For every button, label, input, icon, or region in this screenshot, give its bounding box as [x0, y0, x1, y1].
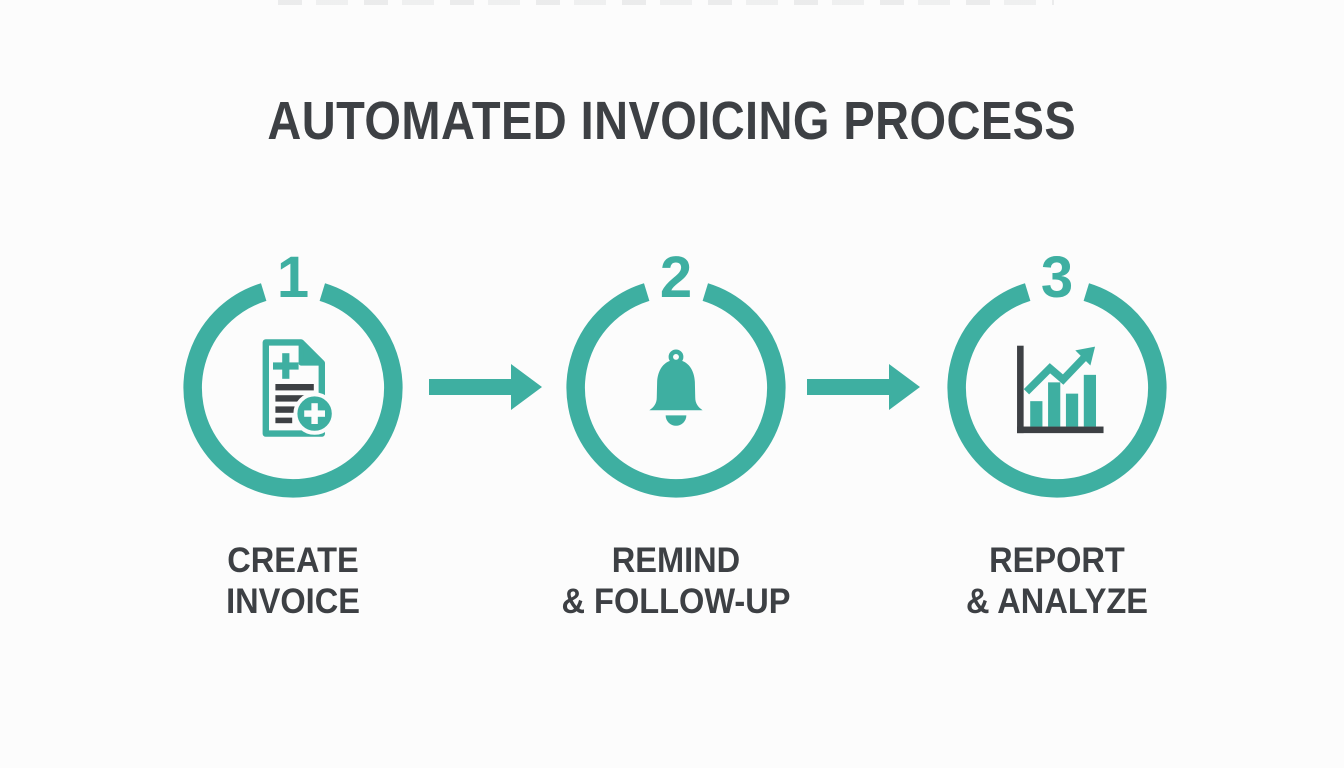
reminder-bell-icon: [649, 349, 703, 426]
step-number-badge: 2: [659, 245, 693, 310]
cropped-text-artifact: [278, 0, 1054, 5]
page-title: AUTOMATED INVOICING PROCESS: [0, 90, 1344, 152]
step-create-invoice: 1 CREATE INVOICE: [163, 248, 423, 628]
step-report-analyze: 3 REPORT & ANALYZE: [927, 248, 1187, 628]
step-ring: [947, 283, 1167, 498]
step-ring: [566, 283, 786, 498]
arrow-right-icon: [429, 364, 542, 410]
page-title-text: AUTOMATED INVOICING PROCESS: [267, 91, 1077, 151]
step-label: CREATE INVOICE: [135, 540, 451, 622]
step-number-badge: 1: [276, 245, 310, 310]
arrow-right-icon: [807, 364, 920, 410]
step-label: REMIND & FOLLOW-UP: [518, 540, 834, 622]
invoice-document-add-icon: [262, 339, 333, 437]
bar-chart-growth-icon: [1017, 345, 1104, 434]
step-label-line2: INVOICE: [226, 582, 360, 621]
step-label-line1: CREATE: [227, 541, 359, 580]
step-label-line1: REPORT: [989, 541, 1125, 580]
step-remind-follow-up: 2 REMIND & FOLLOW-UP: [546, 248, 806, 628]
step-label-line2: & ANALYZE: [965, 582, 1149, 621]
step-label: REPORT & ANALYZE: [899, 540, 1215, 622]
step-label-line1: REMIND: [611, 541, 741, 580]
step-number-badge: 3: [1040, 245, 1074, 310]
step-ring: [183, 283, 403, 498]
step-label-line2: & FOLLOW-UP: [561, 582, 791, 621]
